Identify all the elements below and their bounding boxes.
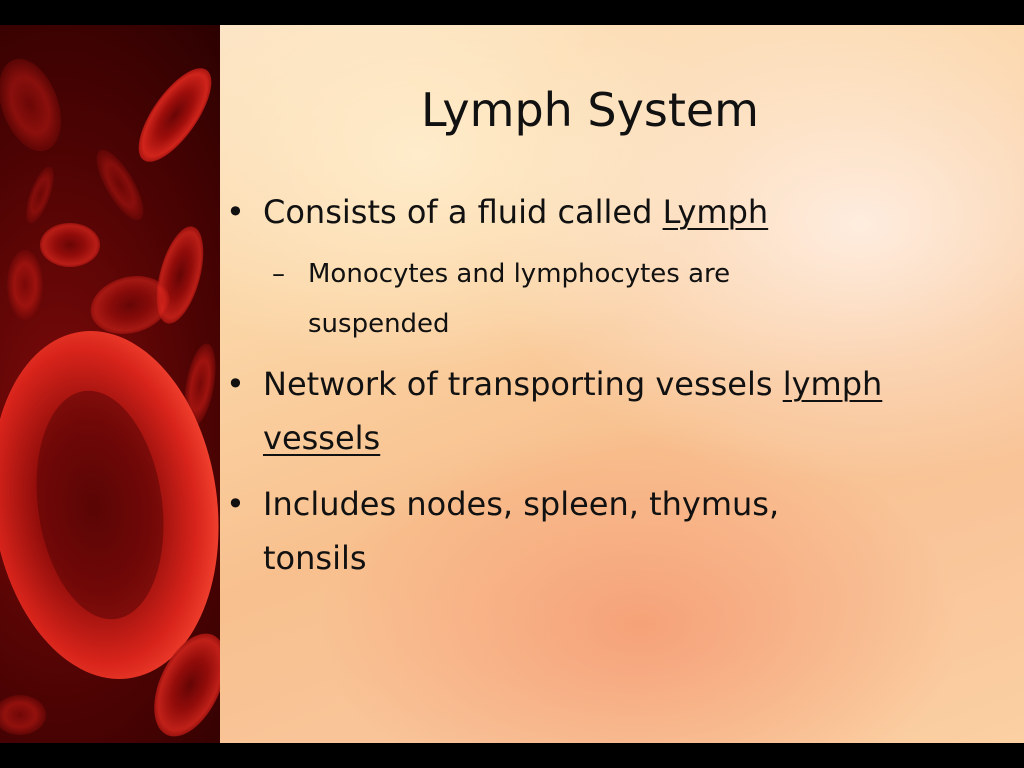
bullet-item: • Consists of a fluid called Lymph	[226, 185, 886, 239]
red-blood-cells-illustration	[0, 58, 220, 737]
bullet-marker: •	[226, 365, 245, 403]
bullet-text: Network of transporting vessels lymph ve…	[263, 357, 883, 465]
bullet-text-plain: Consists of a fluid called	[263, 193, 663, 231]
bullet-text: Includes nodes, spleen, thymus, tonsils	[263, 477, 883, 585]
slide-title: Lymph System	[421, 83, 759, 137]
bullet-marker: •	[226, 193, 245, 231]
bullet-marker: •	[226, 485, 245, 523]
bullet-text: Consists of a fluid called Lymph	[263, 185, 883, 239]
bullet-item: • Includes nodes, spleen, thymus, tonsil…	[226, 477, 886, 585]
red-blood-cells-image	[0, 25, 220, 743]
sub-bullet-text: Monocytes and lymphocytes are suspended	[308, 259, 731, 339]
bullet-underlined-term: lymph vessels	[263, 365, 883, 457]
bullet-text-plain: Includes nodes, spleen, thymus, tonsils	[263, 485, 780, 577]
bullet-text-plain: Network of transporting vessels	[263, 365, 783, 403]
bullet-item: • Network of transporting vessels lymph …	[226, 357, 886, 465]
bullet-underlined-term: Lymph	[662, 193, 769, 231]
sub-bullet-marker: –	[272, 259, 285, 289]
slide: Lymph System • Consists of a fluid calle…	[0, 25, 1024, 743]
sub-bullet-item: – Monocytes and lymphocytes are suspende…	[272, 249, 872, 349]
